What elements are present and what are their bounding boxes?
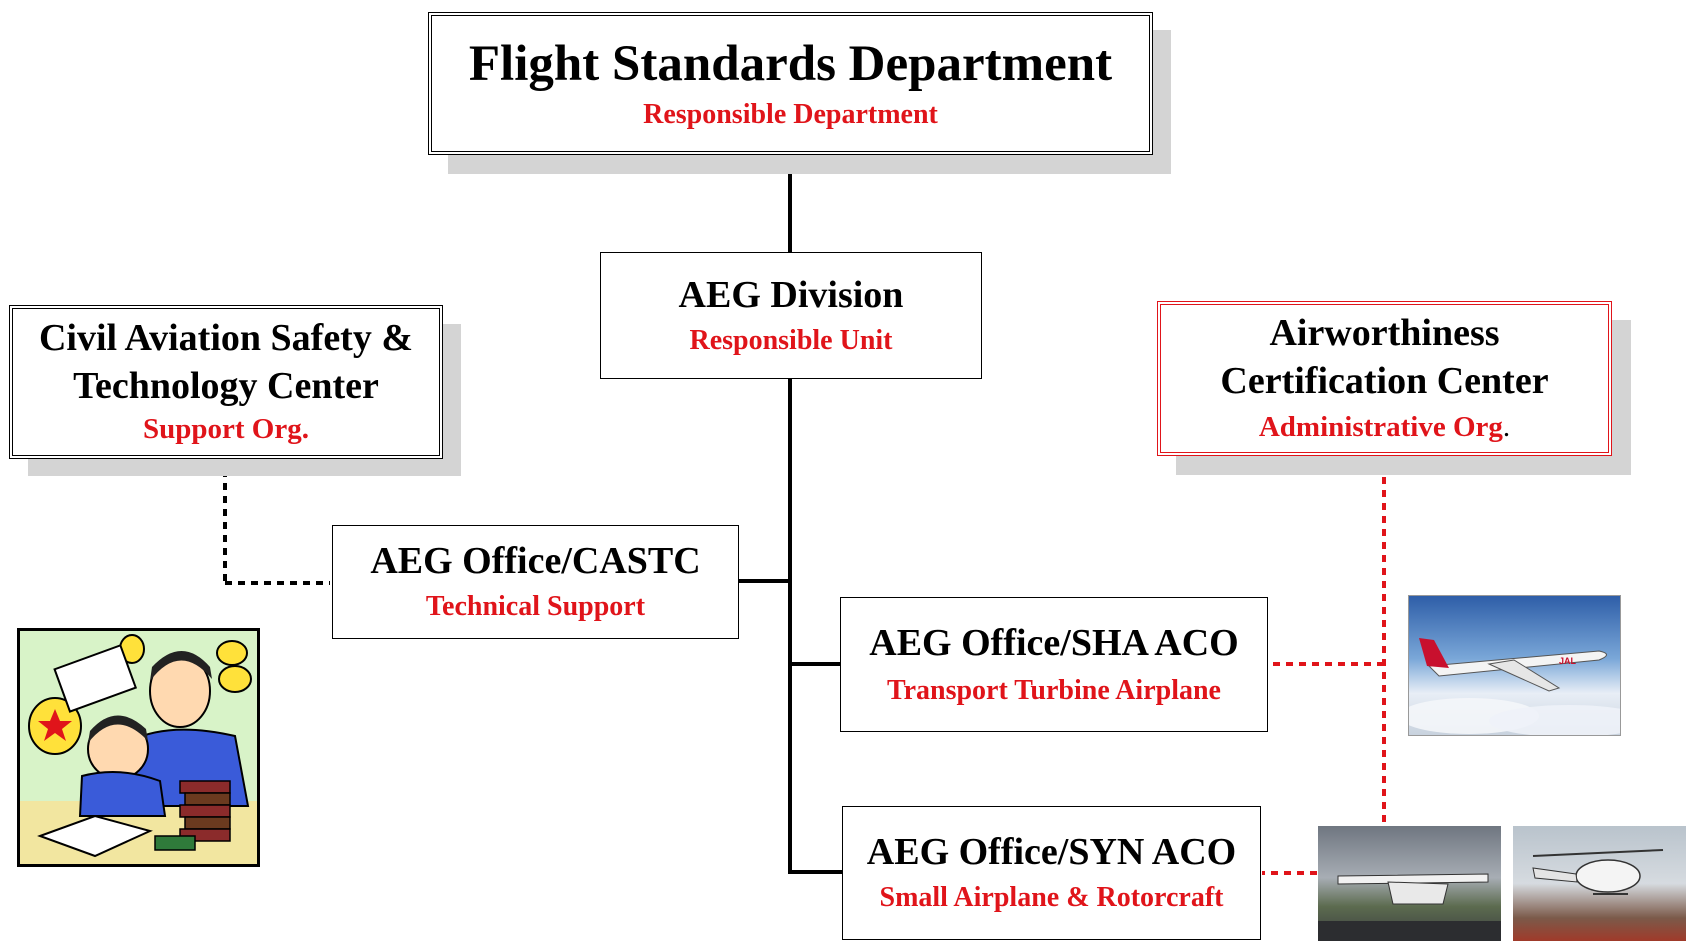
aeg-division-title: AEG Division — [678, 273, 904, 316]
admin-dashed-connector — [1262, 477, 1386, 875]
office-sha-title: AEG Office/SHA ACO — [869, 621, 1239, 664]
fsd-subtitle: Responsible Department — [643, 99, 938, 131]
office-castc-title: AEG Office/CASTC — [370, 540, 701, 583]
acc-subtitle: Administrative Org. — [1259, 410, 1510, 445]
svg-text:JAL: JAL — [1559, 656, 1577, 666]
support-dashed-connector — [223, 457, 330, 585]
aeg-office-sha-aco-box[interactable]: AEG Office/SHA ACO Transport Turbine Air… — [840, 597, 1268, 732]
study-clipart — [17, 628, 260, 867]
acc-title-line1: Airworthiness — [1269, 312, 1500, 355]
small-airplane-photo — [1318, 826, 1501, 941]
airworthiness-certification-center-box[interactable]: Airworthiness Certification Center Admin… — [1157, 301, 1612, 456]
solid-connectors — [737, 152, 842, 874]
helicopter-drawing — [1532, 849, 1664, 895]
castc-title-line1: Civil Aviation Safety & — [38, 316, 413, 359]
office-sha-subtitle: Transport Turbine Airplane — [886, 674, 1221, 706]
aeg-office-syn-aco-box[interactable]: AEG Office/SYN ACO Small Airplane & Roto… — [842, 806, 1261, 940]
airliner-drawing: JAL — [1409, 638, 1620, 735]
acc-title-line2: Certification Center — [1220, 360, 1549, 403]
aeg-office-castc-box[interactable]: AEG Office/CASTC Technical Support — [332, 525, 739, 639]
office-syn-subtitle: Small Airplane & Rotorcraft — [879, 882, 1224, 914]
castc-box[interactable]: Civil Aviation Safety & Technology Cente… — [9, 305, 443, 459]
fsd-title: Flight Standards Department — [468, 36, 1113, 93]
castc-title-line2: Technology Center — [73, 364, 379, 407]
office-syn-title: AEG Office/SYN ACO — [866, 831, 1237, 874]
transport-airplane-photo: JAL — [1408, 595, 1621, 736]
cessna-drawing — [1318, 873, 1501, 941]
castc-subtitle: Support Org. — [143, 413, 309, 446]
helicopter-photo — [1513, 826, 1686, 941]
acc-subtitle-period: . — [1502, 410, 1511, 443]
office-castc-subtitle: Technical Support — [425, 591, 646, 623]
acc-subtitle-text: Administrative Org — [1258, 410, 1503, 443]
study-clipart-drawing — [20, 634, 257, 864]
flight-standards-department-box[interactable]: Flight Standards Department Responsible … — [428, 12, 1153, 155]
aeg-division-subtitle: Responsible Unit — [689, 324, 893, 356]
aeg-division-box[interactable]: AEG Division Responsible Unit — [600, 252, 982, 379]
